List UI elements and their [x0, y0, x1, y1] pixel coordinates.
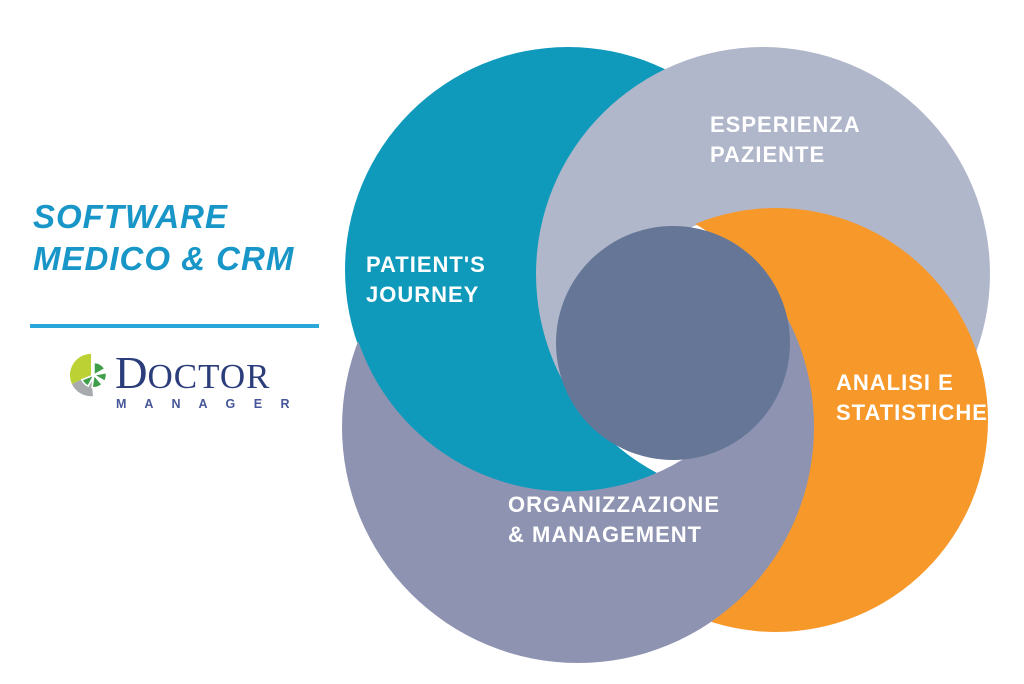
brand-initial: D: [115, 348, 148, 398]
logo-green-wedge: [91, 371, 108, 383]
label-organizzazione-management: ORGANIZZAZIONE & MANAGEMENT: [508, 490, 720, 550]
logo-green-wedge: [93, 361, 106, 377]
label-esperienza-paziente: ESPERIENZA PAZIENTE: [710, 110, 861, 170]
label-line: ORGANIZZAZIONE: [508, 492, 720, 517]
label-analisi-statistiche: ANALISI E STATISTICHE: [836, 368, 988, 428]
label-line: PATIENT'S: [366, 252, 486, 277]
page-title: SOFTWARE MEDICO & CRM: [33, 196, 353, 280]
label-line: STATISTICHE: [836, 400, 988, 425]
title-divider: [30, 324, 319, 328]
logo-green-wedge: [80, 373, 96, 388]
label-line: PAZIENTE: [710, 142, 826, 167]
doctormanager-logo: DOCTOR M A N A G E R: [68, 349, 298, 411]
label-line: JOURNEY: [366, 282, 480, 307]
label-line: ANALISI E: [836, 370, 954, 395]
brand-wordmark: DOCTOR: [115, 351, 271, 397]
logo-green-wedge: [91, 373, 104, 389]
logo-pie-wedges: [80, 361, 108, 389]
center-circle: [556, 226, 790, 460]
logo-lime-segment: [69, 353, 92, 384]
label-patients-journey: PATIENT'S JOURNEY: [366, 250, 486, 310]
page-title-line1: SOFTWARE: [33, 198, 228, 235]
label-line: & MANAGEMENT: [508, 522, 703, 547]
brand-rest: OCTOR: [147, 357, 271, 396]
page-title-line2: MEDICO & CRM: [33, 240, 295, 277]
label-line: ESPERIENZA: [710, 112, 861, 137]
doctormanager-logo-icon: [69, 353, 108, 397]
brand-subtitle: M A N A G E R: [116, 397, 298, 411]
